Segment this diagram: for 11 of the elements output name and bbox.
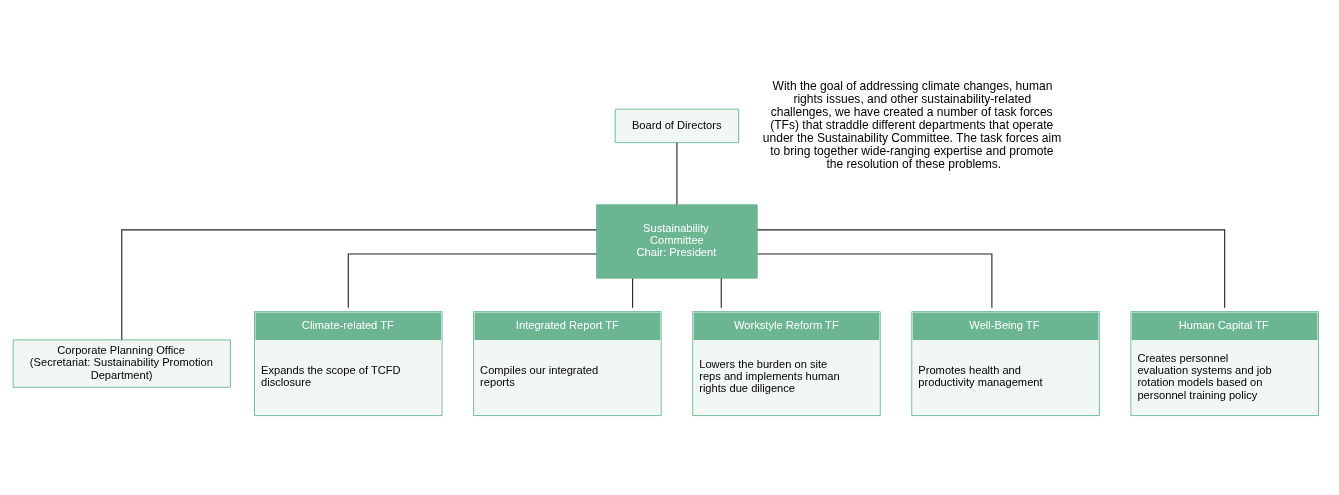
connector	[347, 252, 598, 308]
label: With the goal of addressing climate changes, human rights issues, and other sustainability-related challenges, we have created a number of task forces (TFs) that straddle different departments that operate under the Sustainability Committee. The task forces aim to bring together wide-ranging expertise and promote the resolution of these problems.	[762, 78, 1062, 171]
connector	[756, 228, 1226, 308]
connector	[676, 141, 678, 205]
connector	[757, 252, 993, 308]
connector	[720, 277, 722, 308]
node-box: Corporate Planning Office (Secretariat: Sustainability Promotion Department)	[12, 338, 231, 388]
connector	[121, 228, 598, 340]
node-box: Board of Directors	[614, 108, 740, 143]
node-box: Sustainability Committee Chair: President	[596, 203, 758, 279]
connector	[632, 277, 634, 308]
